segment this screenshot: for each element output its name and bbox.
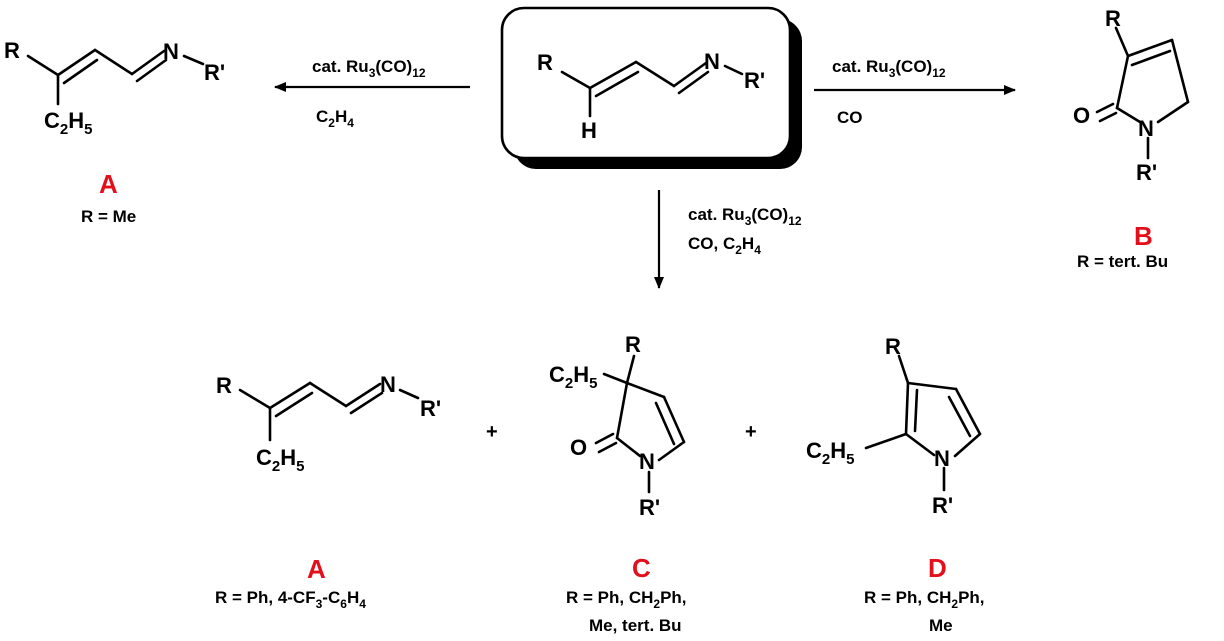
atom-N: N: [1138, 116, 1154, 141]
right-catalyst: cat. Ru3(CO)12: [832, 57, 946, 80]
atom-N: N: [704, 49, 720, 74]
arrow-down-reaction: cat. Ru3(CO)12 CO, C2H4: [654, 190, 802, 289]
atom-R-prime: R': [744, 68, 765, 93]
atom-N: N: [380, 372, 396, 397]
compound-label-C: C: [632, 553, 651, 583]
condition-C-line2: Me, tert. Bu: [589, 616, 682, 635]
condition-A-top: R = Me: [81, 207, 136, 226]
compound-label-B: B: [1134, 221, 1153, 251]
product-A-top: R N R' C2H5 A R = Me: [4, 38, 225, 226]
atom-R: R: [4, 38, 20, 63]
atom-R-prime: R': [639, 495, 660, 520]
product-C: R C2H5 O N R' C R = Ph, CH2Ph, Me, tert.…: [549, 332, 687, 635]
ethyl-group: C2H5: [256, 445, 304, 475]
arrow-right-reaction: cat. Ru3(CO)12 CO: [814, 57, 1016, 127]
atom-R-prime: R': [204, 60, 225, 85]
condition-B: R = tert. Bu: [1077, 252, 1168, 271]
atom-O: O: [1073, 103, 1090, 128]
atom-R: R: [1105, 6, 1121, 31]
atom-R-prime: R': [420, 396, 441, 421]
plus-sign-2: +: [745, 421, 757, 443]
left-catalyst: cat. Ru3(CO)12: [312, 57, 426, 80]
arrow-left-reaction: cat. Ru3(CO)12 C2H4: [274, 57, 470, 130]
plus-sign-1: +: [486, 421, 498, 443]
compound-label-A: A: [99, 169, 118, 199]
product-A-bottom: R N R' C2H5 A R = Ph, 4-CF3-C6H4: [215, 372, 441, 611]
condition-C-line1: R = Ph, CH2Ph,: [566, 588, 687, 611]
atom-O: O: [570, 435, 587, 460]
atom-R: R: [625, 332, 641, 357]
atom-N: N: [639, 449, 655, 474]
compound-label-A-bottom: A: [307, 554, 326, 584]
right-reagent: CO: [837, 108, 863, 127]
atom-R: R: [885, 334, 901, 359]
atom-R: R: [537, 50, 553, 75]
condition-D-line2: Me: [929, 616, 953, 635]
atom-H: H: [581, 118, 597, 143]
compound-label-D: D: [928, 553, 947, 583]
condition-D-line1: R = Ph, CH2Ph,: [864, 588, 985, 611]
reactant-box: R N R' H: [500, 6, 802, 169]
atom-N: N: [934, 446, 950, 471]
atom-R: R: [216, 373, 232, 398]
product-D: R C2H5 N R' D R = Ph, CH2Ph, Me: [806, 334, 985, 635]
product-B: R O N R' B R = tert. Bu: [1073, 6, 1190, 271]
down-reagent: CO, C2H4: [688, 234, 761, 257]
left-reagent: C2H4: [316, 107, 354, 130]
ethyl-group: C2H5: [806, 438, 854, 468]
condition-A-bottom: R = Ph, 4-CF3-C6H4: [215, 588, 366, 611]
atom-R-prime: R': [1136, 160, 1157, 185]
ethyl-group: C2H5: [44, 108, 92, 138]
atom-N: N: [163, 39, 179, 64]
down-catalyst: cat. Ru3(CO)12: [688, 205, 802, 228]
ethyl-group: C2H5: [549, 362, 597, 392]
atom-R-prime: R': [932, 493, 953, 518]
